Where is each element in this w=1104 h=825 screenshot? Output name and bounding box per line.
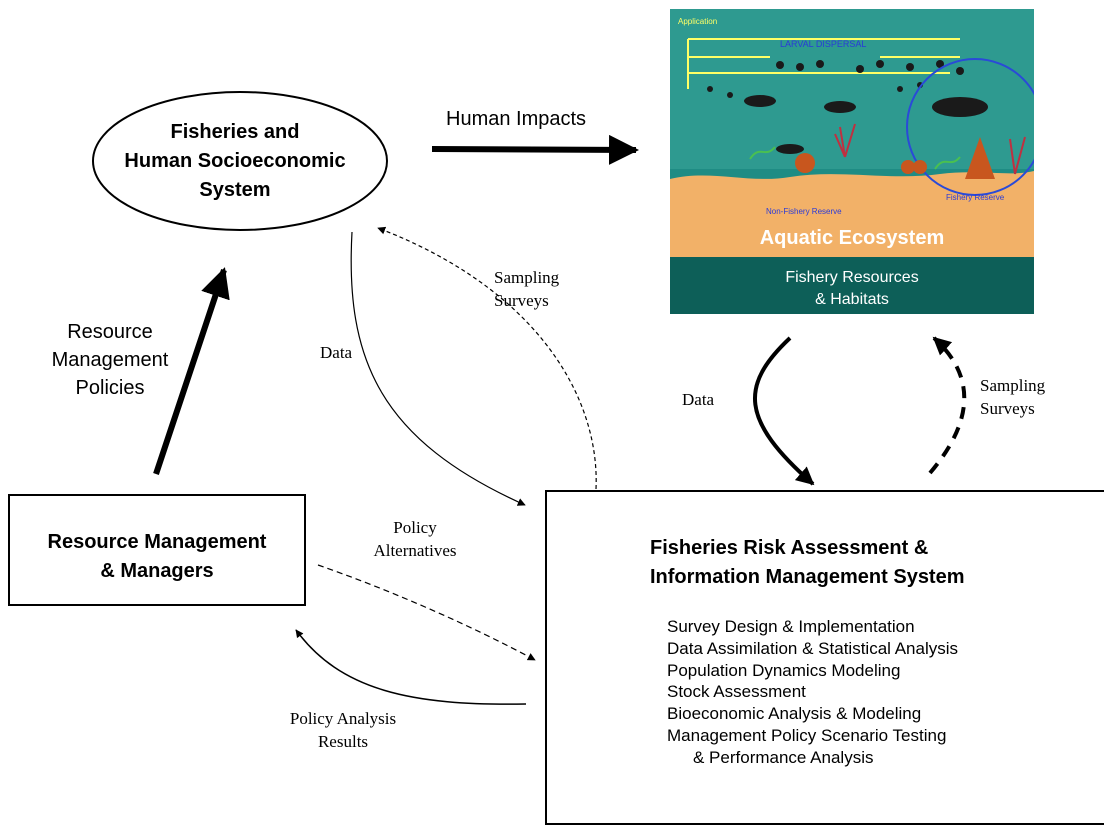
aquatic-ecosystem-panel: Application LARVAL DISPERSAL Non-Fishery… bbox=[670, 9, 1034, 314]
fisheries-system-ellipse bbox=[92, 91, 388, 231]
fishery-reserve-label: Fishery Reserve bbox=[946, 193, 1005, 202]
sampling-surveys-label-right: Sampling Surveys bbox=[980, 374, 1045, 420]
aquatic-ecosystem-title: Aquatic Ecosystem bbox=[759, 227, 945, 249]
component-item: Stock Assessment bbox=[667, 682, 806, 702]
policy-alternatives-arrow bbox=[317, 564, 536, 661]
sampling-surveys-arrow-left bbox=[377, 226, 597, 490]
ecosystem-subtitle-line-1: Fishery Resources bbox=[785, 269, 919, 286]
fisheries-system-line-2: Human Socioeconomic bbox=[124, 150, 346, 172]
human-impacts-label: Human Impacts bbox=[446, 108, 587, 130]
component-item: Population Dynamics Modeling bbox=[667, 660, 901, 680]
fisheries-system-line-3: System bbox=[199, 179, 271, 201]
resource-management-policies-line-1: Resource bbox=[67, 321, 153, 343]
resource-management-policies-line-2: Management bbox=[51, 349, 169, 371]
component-item: Bioeconomic Analysis & Modeling bbox=[667, 704, 922, 724]
sampling-surveys-left-line-2: Surveys bbox=[494, 291, 549, 310]
component-item: Survey Design & Implementation bbox=[667, 617, 915, 636]
policy-analysis-results-arrow bbox=[295, 629, 527, 705]
risk-assessment-components: Survey Design & Implementation Data Assi… bbox=[667, 616, 958, 769]
component-item: Data Assimilation & Statistical Analysis bbox=[667, 638, 959, 658]
risk-assessment-title-line-1: Fisheries Risk Assessment & bbox=[650, 537, 929, 559]
policy-alternatives-label: Policy Alternatives bbox=[360, 516, 470, 562]
component-item: Management Policy Scenario Testing bbox=[667, 725, 947, 745]
policy-analysis-results-line-1: Policy Analysis bbox=[289, 709, 397, 728]
application-label: Application bbox=[678, 17, 718, 26]
fisheries-system-line-1: Fisheries and bbox=[170, 121, 300, 143]
resource-management-line-2: & Managers bbox=[100, 560, 214, 582]
policy-analysis-results-line-2: Results bbox=[317, 732, 369, 751]
policy-alternatives-line-1: Policy bbox=[393, 518, 437, 537]
resource-management-line-1: Resource Management bbox=[47, 531, 267, 553]
management-policies-arrow bbox=[153, 267, 230, 475]
ecosystem-subtitle-line-2: & Habitats bbox=[815, 291, 889, 308]
data-label-left: Data bbox=[320, 343, 353, 362]
sampling-surveys-right-line-2: Surveys bbox=[980, 399, 1035, 418]
larval-dispersal-label: LARVAL DISPERSAL bbox=[780, 39, 867, 49]
non-fishery-reserve-label: Non-Fishery Reserve bbox=[766, 207, 842, 216]
sampling-surveys-right-line-1: Sampling bbox=[980, 376, 1046, 395]
resource-management-box bbox=[8, 494, 306, 606]
sampling-surveys-left-line-1: Sampling bbox=[494, 268, 560, 287]
policy-alternatives-line-2: Alternatives bbox=[373, 541, 457, 560]
fisheries-system-node: Fisheries and Human Socioeconomic System bbox=[120, 118, 350, 205]
data-arrow-left bbox=[350, 231, 526, 506]
resource-management-node: Resource Management & Managers bbox=[8, 528, 306, 586]
risk-assessment-title-line-2: Information Management System bbox=[650, 566, 965, 588]
sampling-surveys-arrow-right bbox=[928, 336, 967, 475]
ecosystem-illustration bbox=[670, 9, 1034, 314]
data-arrow-right bbox=[753, 336, 815, 486]
risk-assessment-title: Fisheries Risk Assessment & Information … bbox=[650, 534, 965, 592]
policy-analysis-results-label: Policy Analysis Results bbox=[268, 707, 418, 753]
ecosystem-subtitle: Fishery Resources & Habitats bbox=[670, 267, 1034, 311]
human-impacts-arrow bbox=[431, 134, 639, 165]
component-item: & Performance Analysis bbox=[693, 747, 874, 767]
resource-management-policies-label: Resource Management Policies bbox=[20, 318, 200, 402]
sampling-surveys-label-left: Sampling Surveys bbox=[494, 266, 559, 312]
data-label-right: Data bbox=[682, 390, 715, 409]
resource-management-policies-line-3: Policies bbox=[75, 377, 145, 399]
